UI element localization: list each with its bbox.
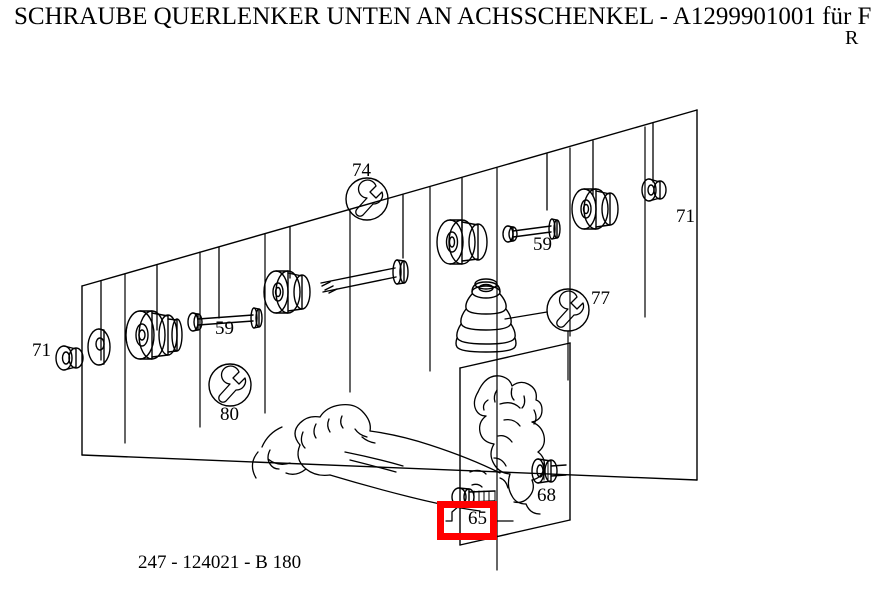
symbol-wrench-80 xyxy=(208,363,252,407)
part-bolt-59-right xyxy=(502,218,561,243)
callout-77: 77 xyxy=(591,288,610,309)
part-nut-71-left xyxy=(55,345,84,371)
page-title-suffix: R xyxy=(845,27,859,49)
callout-59-left: 59 xyxy=(215,318,234,339)
diagram-caption: 247 - 124021 - B 180 xyxy=(138,552,302,573)
callout-68: 68 xyxy=(537,485,556,506)
part-bolt-left-long xyxy=(320,259,409,294)
part-bushing-left xyxy=(125,310,183,360)
part-washer-left xyxy=(87,328,111,366)
part-steering-knuckle xyxy=(469,375,546,515)
callout-71-right: 71 xyxy=(676,206,695,227)
callout-59-right: 59 xyxy=(533,234,552,255)
symbol-wrench-74 xyxy=(345,177,389,221)
part-bolt-59-left xyxy=(187,307,263,332)
part-control-arm xyxy=(251,403,501,512)
part-bolt-68 xyxy=(531,458,567,484)
symbol-wrench-77 xyxy=(546,288,590,332)
part-bushing-right-1 xyxy=(436,219,488,265)
page-title: SCHRAUBE QUERLENKER UNTEN AN ACHSSCHENKE… xyxy=(14,3,872,30)
callout-80: 80 xyxy=(220,404,239,425)
leader-line-65 xyxy=(445,505,460,522)
part-bushing-right-2 xyxy=(571,188,619,230)
callout-71-left: 71 xyxy=(32,340,51,361)
highlight-box-part-65[interactable] xyxy=(437,501,497,540)
main-panel-outline xyxy=(81,109,698,481)
inner-panel-outline xyxy=(459,342,571,546)
callout-74: 74 xyxy=(352,160,371,181)
callout-65: 65 xyxy=(468,508,487,529)
part-ball-joint-boot xyxy=(455,278,517,353)
panel-rib-lines xyxy=(124,126,646,444)
part-bushing-left-2 xyxy=(263,270,311,314)
leader-lines xyxy=(100,122,654,361)
part-nut-71-right xyxy=(641,178,667,202)
